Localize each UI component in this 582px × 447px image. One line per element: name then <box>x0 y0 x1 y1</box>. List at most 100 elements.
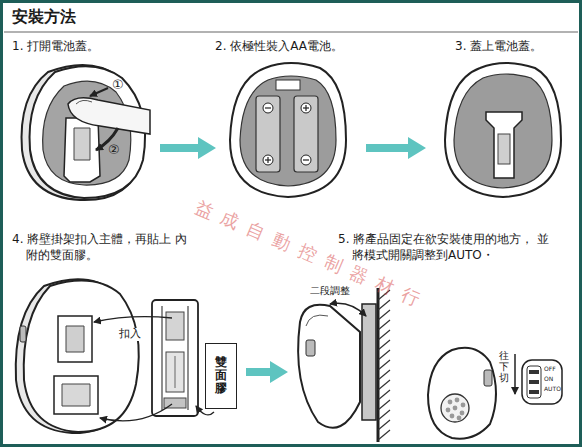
device-battery-part <box>240 76 336 186</box>
mode-switch-part <box>529 380 539 384</box>
device-open-cover-part <box>64 118 100 182</box>
step-caption: 4. 將壁掛架扣入主體，再貼上 內附的雙面膠。 <box>12 232 194 263</box>
tape-box: 雙面膠 <box>205 343 237 409</box>
title-box: 安裝方法 <box>12 7 76 28</box>
device-body-part <box>54 376 98 414</box>
mode-switch-part <box>529 370 539 374</box>
device-battery-part <box>256 96 280 172</box>
switch-position: AUTO <box>544 386 561 393</box>
callout-number: ① <box>112 78 124 93</box>
wall <box>378 288 390 442</box>
mounted-device-part <box>306 340 315 356</box>
step-caption: 2. 依極性裝入AA電池。 <box>215 40 343 54</box>
callout-number: ② <box>108 143 120 158</box>
step-caption: 5. 將產品固定在欲安裝使用的地方， 並將模式開關調整到AUTO・ <box>338 232 557 263</box>
device-battery-part <box>301 103 311 113</box>
wall-part-part <box>378 350 390 360</box>
device-battery-part <box>267 157 268 163</box>
insert-arrow-part <box>100 404 172 421</box>
mode-device-part-part <box>455 398 460 403</box>
device-open-cover-part <box>30 66 146 198</box>
mode-switch <box>522 360 562 404</box>
device-battery-part <box>303 159 309 160</box>
mounted-device <box>298 303 376 428</box>
wall-part-part <box>378 430 390 440</box>
step-caption-box: 5. 將產品固定在欲安裝使用的地方， 並將模式開關調整到AUTO・ <box>338 232 557 263</box>
mode-device-part <box>428 348 496 439</box>
mode-device-part-part <box>461 403 466 408</box>
mode-device-part-part <box>446 408 451 413</box>
adjust-label-box: 二段調整 <box>310 285 350 297</box>
mounted-device-part <box>306 315 328 326</box>
device-body-part <box>24 281 139 432</box>
device-body <box>16 279 139 433</box>
device-battery-part <box>305 105 306 111</box>
device-open-cover <box>22 65 150 200</box>
wall-bracket-part <box>175 356 176 388</box>
wall-part-part <box>378 360 390 370</box>
device-cover-closed-part <box>445 63 561 197</box>
device-battery-part <box>276 80 300 90</box>
mode-device-part-part <box>448 400 453 405</box>
action-label: 扣入 <box>118 328 142 341</box>
wall-bracket-part <box>187 306 188 410</box>
step-caption-box: 1. 打開電池蓋。 <box>12 40 99 54</box>
mounted-device-part <box>362 304 376 420</box>
device-open-cover-part <box>43 81 131 185</box>
mode-device-part <box>441 394 469 422</box>
device-body-part <box>58 316 92 362</box>
wall-part-part <box>378 370 390 380</box>
wall-part-part <box>378 380 390 390</box>
mounted-device-part <box>298 305 360 428</box>
title-rule <box>4 32 578 33</box>
device-body-part <box>62 384 90 406</box>
wall-part-part <box>378 320 390 330</box>
direction-label: 往下切 <box>499 350 509 383</box>
step-arrow-part <box>160 137 216 159</box>
callout-number-box: ① <box>112 78 124 93</box>
switch-position: ON <box>544 376 553 383</box>
step-caption-box: 4. 將壁掛架扣入主體，再貼上 內附的雙面膠。 <box>12 232 194 263</box>
device-cover-closed <box>445 63 561 197</box>
device-open-cover-part <box>68 98 150 134</box>
diagram-title: 安裝方法 <box>12 7 76 28</box>
switch-position-box: OFF <box>544 366 556 373</box>
device-battery-part <box>301 155 311 165</box>
callout-number-box: ② <box>108 143 120 158</box>
mode-device <box>428 348 515 439</box>
step-caption-box: 3. 蓋上電池蓋。 <box>455 40 542 54</box>
mounted-device-part <box>330 303 366 316</box>
device-open-cover-part <box>74 128 90 160</box>
mode-device-part-part <box>457 416 462 421</box>
adjust-label: 二段調整 <box>310 285 350 297</box>
wall-part-part <box>378 340 390 350</box>
step-arrow-part <box>366 137 426 159</box>
device-open-cover-part <box>90 88 108 96</box>
mode-device-part <box>514 354 516 394</box>
switch-position: OFF <box>544 366 556 373</box>
switch-position-box: ON <box>544 376 553 383</box>
device-cover-closed-part <box>454 74 552 188</box>
direction-label-box: 往下切 <box>499 350 509 383</box>
wall-part-part <box>378 310 390 320</box>
wall-part-part <box>378 300 390 310</box>
step-caption: 1. 打開電池蓋。 <box>12 40 99 54</box>
step-arrow-part <box>246 361 288 383</box>
mode-device-part <box>484 370 492 386</box>
wall-bracket-part <box>166 352 184 392</box>
mode-device-part-part <box>460 411 465 416</box>
step-caption: 3. 蓋上電池蓋。 <box>455 40 542 54</box>
device-body-part <box>66 326 84 352</box>
device-battery-part <box>263 103 273 113</box>
wall-part <box>378 290 390 440</box>
mode-device-part-part <box>450 414 455 419</box>
wall-part-part <box>378 330 390 340</box>
tape-label: 雙面膠 <box>215 356 227 396</box>
mode-switch-part <box>529 390 539 394</box>
mode-device-part <box>446 398 466 421</box>
device-open-cover-part <box>76 100 92 104</box>
device-cover-closed-part <box>486 112 522 178</box>
step-caption-box: 2. 依極性裝入AA電池。 <box>215 40 343 54</box>
